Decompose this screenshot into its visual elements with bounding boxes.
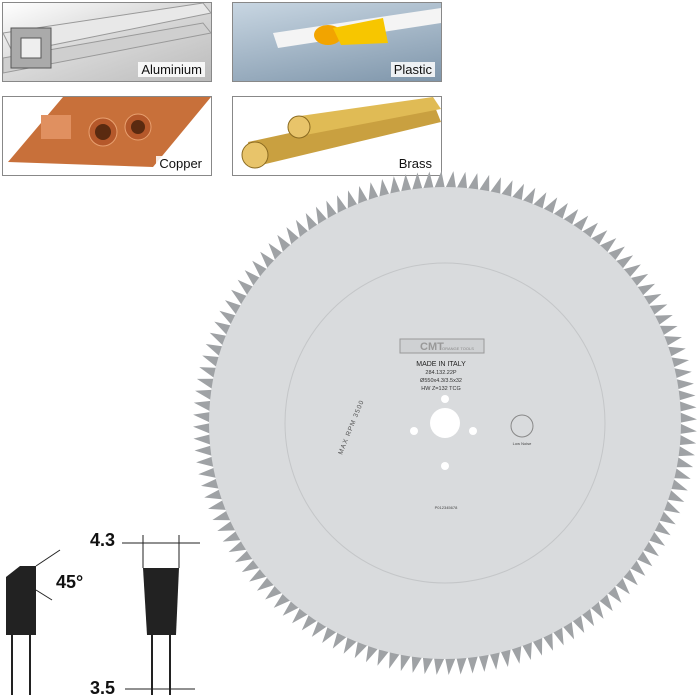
copper-label: Copper	[156, 156, 205, 171]
brand-logo-text: CMT	[420, 341, 444, 353]
cmt-logo	[399, 338, 485, 354]
low-noise-icon	[510, 414, 534, 438]
angle-dimension: 45°	[56, 572, 84, 592]
brand-sub-text: ORANGE TOOLS	[442, 346, 474, 351]
material-brass: Brass	[232, 96, 442, 176]
plastic-label: Plastic	[390, 62, 435, 77]
material-plastic: Plastic	[232, 2, 442, 82]
material-aluminium: Aluminium	[2, 2, 212, 82]
kerf-dimension: 4.3	[90, 530, 116, 550]
copper-image	[8, 97, 211, 167]
pin-hole	[410, 427, 418, 435]
brass-label: Brass	[395, 156, 435, 171]
pin-hole	[441, 395, 449, 403]
size-text: Ø550x4.3/3.5x32	[420, 378, 462, 384]
low-noise-text: Low Noise	[513, 441, 532, 446]
aluminium-label: Aluminium	[138, 62, 205, 77]
serial-text: P012345678	[435, 505, 458, 510]
teeth-text: HW Z=132 TCG	[421, 386, 460, 392]
pin-hole	[441, 462, 449, 470]
code-text: 284.132.22P	[425, 370, 457, 376]
plate-dimension: 3.5	[90, 678, 116, 698]
material-copper: Copper	[2, 96, 212, 176]
made-in-text: MADE IN ITALY	[416, 361, 466, 368]
tooth-profile-side	[6, 566, 36, 635]
plastic-pipe-image	[273, 8, 441, 48]
arbor-hole	[430, 408, 460, 438]
blade-ring	[284, 262, 606, 584]
brass-rods-image	[241, 97, 441, 169]
aluminium-profile-image	[3, 3, 211, 74]
tooth-profile-front	[143, 568, 179, 635]
pin-hole	[469, 427, 477, 435]
